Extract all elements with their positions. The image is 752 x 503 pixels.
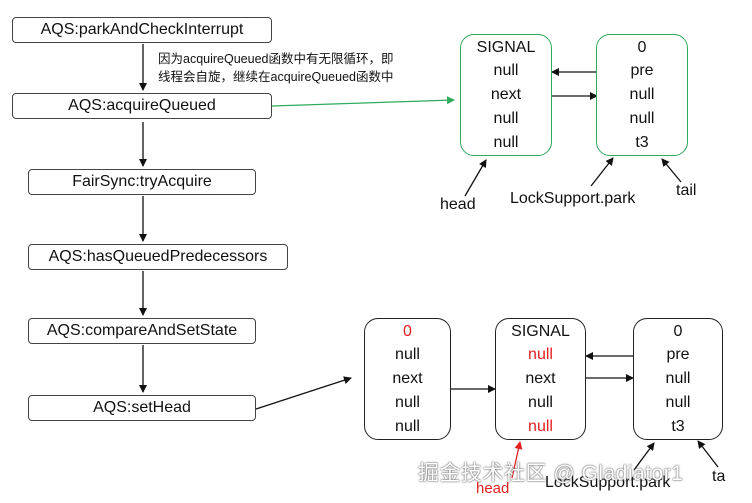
node-field: null bbox=[493, 109, 519, 127]
node-field-next: null bbox=[665, 370, 691, 388]
sethead-to-queue-arrow bbox=[255, 376, 352, 410]
flow-step-label: FairSync:tryAcquire bbox=[72, 173, 212, 190]
node-field-prev: null bbox=[528, 346, 553, 364]
node-field-thread: t3 bbox=[635, 133, 649, 151]
flow-step-set-head: AQS:setHead bbox=[28, 395, 256, 421]
spin-note: 因为acquireQueued函数中有无限循环，即 线程会自旋，继续在acqui… bbox=[158, 50, 393, 86]
node-field-next: null bbox=[629, 86, 655, 104]
node-field-prev: pre bbox=[630, 62, 654, 80]
spin-note-line-1: 因为acquireQueued函数中有无限循环，即 bbox=[158, 52, 394, 66]
node-field: null bbox=[395, 393, 420, 411]
top-tail-pointer bbox=[661, 158, 682, 183]
flow-step-park-and-check-interrupt: AQS:parkAndCheckInterrupt bbox=[12, 17, 272, 43]
flow-step-label: AQS:setHead bbox=[93, 399, 191, 416]
top-head-pointer bbox=[464, 159, 487, 197]
node-field-waitstatus: 0 bbox=[673, 322, 683, 340]
flow-step-label: AQS:acquireQueued bbox=[68, 97, 216, 114]
spin-note-line-2: 线程会自旋，继续在acquireQueued函数中 bbox=[158, 70, 394, 84]
node-field: null bbox=[629, 109, 655, 127]
acquire-to-queue-arrow bbox=[271, 96, 455, 107]
node-field-prev: null bbox=[395, 346, 420, 364]
top-park-label: LockSupport.park bbox=[510, 190, 636, 207]
node-field-waitstatus: 0 bbox=[403, 322, 412, 340]
node-field-prev: null bbox=[493, 62, 519, 80]
flow-step-label: AQS:parkAndCheckInterrupt bbox=[40, 21, 244, 38]
node-field-waitstatus: 0 bbox=[637, 38, 647, 56]
node-field-prev: pre bbox=[666, 346, 690, 364]
top-queue-node-head: SIGNAL null next null null bbox=[460, 34, 552, 156]
top-park-pointer bbox=[590, 157, 614, 187]
bottom-head-pointer bbox=[511, 441, 523, 479]
flow-step-try-acquire: FairSync:tryAcquire bbox=[28, 169, 256, 195]
flow-step-label: AQS:hasQueuedPredecessors bbox=[48, 248, 268, 265]
bottom-tail-pointer bbox=[697, 440, 719, 468]
node-field-next: next bbox=[525, 370, 556, 388]
flow-step-label: AQS:compareAndSetState bbox=[46, 322, 238, 339]
flow-step-has-queued-predecessors: AQS:hasQueuedPredecessors bbox=[28, 244, 288, 270]
bottom-park-pointer bbox=[633, 442, 655, 471]
bottom-queue-node-old-head: 0 null next null null bbox=[364, 318, 451, 440]
node-field-waitstatus: SIGNAL bbox=[511, 322, 570, 340]
bottom-queue-node-new-head: SIGNAL null next null null bbox=[495, 318, 586, 440]
flow-step-compare-and-set-state: AQS:compareAndSetState bbox=[28, 318, 256, 344]
top-tail-label: tail bbox=[676, 182, 697, 199]
top-head-label: head bbox=[440, 196, 476, 213]
node-field-next: next bbox=[490, 86, 522, 104]
node-field: null bbox=[665, 393, 691, 411]
flow-step-acquire-queued: AQS:acquireQueued bbox=[12, 93, 272, 119]
node-field-thread: null bbox=[528, 417, 553, 435]
bottom-queue-node-tail: 0 pre null null t3 bbox=[633, 318, 723, 440]
top-queue-node-tail: 0 pre null null t3 bbox=[596, 34, 688, 156]
node-field: null bbox=[528, 393, 553, 411]
bottom-tail-label: ta bbox=[712, 468, 726, 485]
node-field-waitstatus: SIGNAL bbox=[476, 38, 536, 56]
node-field-thread: null bbox=[395, 417, 420, 435]
node-field-next: next bbox=[392, 370, 423, 388]
bottom-head-label: head bbox=[476, 480, 510, 497]
node-field-thread: null bbox=[493, 133, 519, 151]
watermark: 掘金技术社区 @ Gladiator1 bbox=[418, 462, 684, 485]
node-field-thread: t3 bbox=[671, 417, 685, 435]
bottom-park-label: LockSupport.park bbox=[545, 474, 671, 491]
